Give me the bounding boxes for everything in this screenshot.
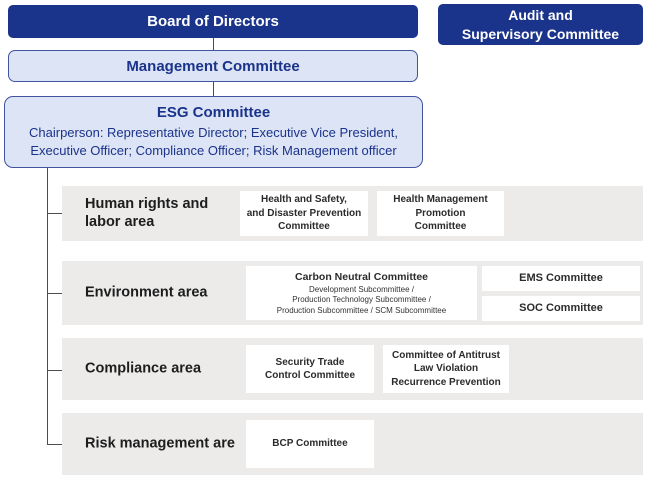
- esg-chairperson-note: Chairperson: Representative Director; Ex…: [29, 124, 398, 158]
- committee-health-management-promotion: Health Management Promotion Committee: [377, 191, 504, 236]
- audit-supervisory-committee-box: Audit and Supervisory Committee: [438, 4, 643, 45]
- committee-subcommittees: Development Subcommittee / Production Te…: [276, 284, 447, 315]
- management-committee-label: Management Committee: [126, 57, 300, 75]
- committee-title: Carbon Neutral Committee: [294, 270, 429, 283]
- esg-committee-box: ESG Committee Chairperson: Representativ…: [4, 96, 423, 168]
- committee-security-trade-control: Security Trade Control Committee: [246, 345, 374, 393]
- committee-health-safety-disaster: Health and Safety, and Disaster Preventi…: [240, 191, 368, 236]
- committee-title: Health and Safety, and Disaster Preventi…: [246, 194, 362, 233]
- board-of-directors-label: Board of Directors: [147, 13, 279, 30]
- audit-label-line2: Supervisory Committee: [461, 25, 620, 42]
- connector-trunk-vertical: [47, 168, 48, 445]
- committee-title: BCP Committee: [272, 438, 348, 450]
- connector-stub-risk: [47, 444, 62, 445]
- management-committee-box: Management Committee: [8, 50, 418, 82]
- committee-title: EMS Committee: [519, 272, 603, 285]
- connector-board-management: [213, 38, 214, 50]
- committee-title: Committee of Antitrust Law Violation Rec…: [391, 349, 501, 388]
- area-label-human-rights: Human rights and labor area: [85, 195, 209, 231]
- committee-antitrust-recurrence-prevention: Committee of Antitrust Law Violation Rec…: [383, 345, 509, 393]
- committee-carbon-neutral: Carbon Neutral Committee Development Sub…: [246, 266, 477, 320]
- board-of-directors-box: Board of Directors: [8, 5, 418, 38]
- connector-management-esg: [213, 82, 214, 96]
- committee-title: SOC Committee: [519, 302, 603, 315]
- connector-stub-environment: [47, 293, 62, 294]
- area-label-environment: Environment area: [85, 284, 208, 301]
- committee-title: Health Management Promotion Committee: [393, 194, 488, 233]
- esg-committee-title: ESG Committee: [156, 103, 271, 121]
- connector-stub-compliance: [47, 370, 62, 371]
- panel-human-rights-labor: Human rights and labor area Health and S…: [62, 186, 643, 241]
- connector-stub-human-rights: [47, 213, 62, 214]
- committee-bcp: BCP Committee: [246, 420, 374, 468]
- committee-ems: EMS Committee: [482, 266, 640, 291]
- committee-title: Security Trade Control Committee: [265, 356, 355, 382]
- area-label-compliance: Compliance area: [85, 360, 202, 377]
- audit-label-line1: Audit and: [508, 7, 573, 24]
- panel-risk-management: Risk management are BCP Committee: [62, 413, 643, 475]
- area-label-risk-management: Risk management are: [85, 435, 235, 452]
- panel-compliance: Compliance area Security Trade Control C…: [62, 338, 643, 400]
- committee-soc: SOC Committee: [482, 296, 640, 321]
- panel-environment: Environment area Carbon Neutral Committe…: [62, 261, 643, 325]
